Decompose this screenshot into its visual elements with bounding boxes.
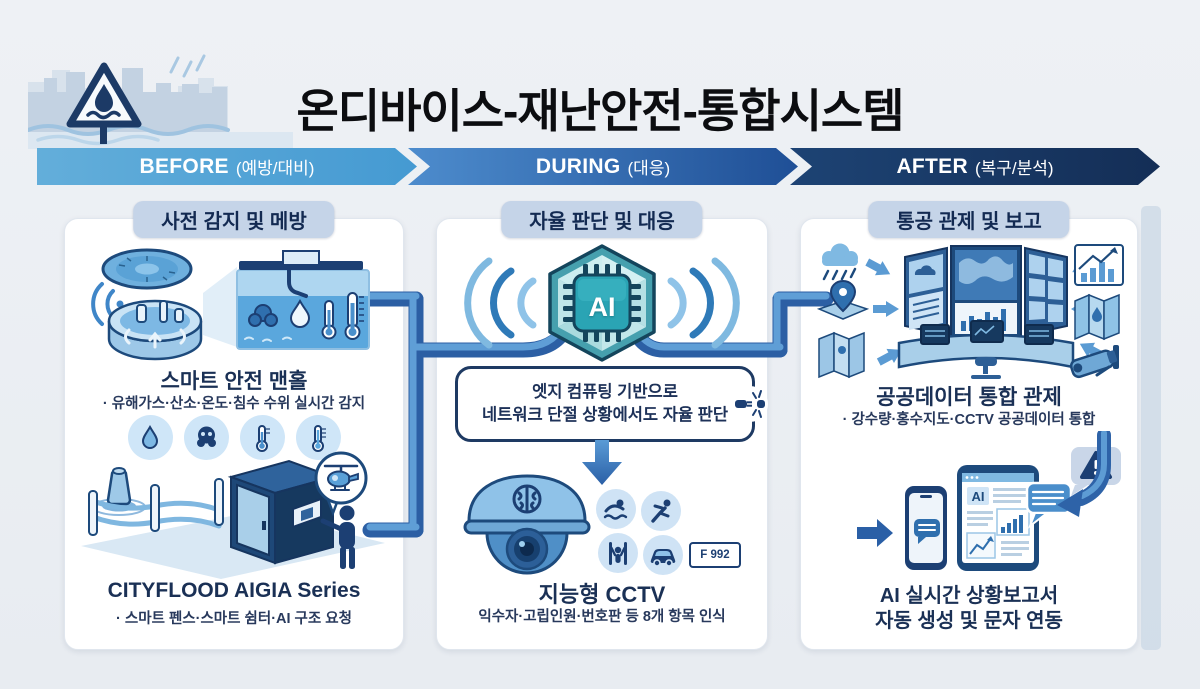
cityflood-device-illustration [81,451,385,579]
page-edge-strip [1141,206,1161,650]
flood-wave-icon [86,110,121,120]
ai-report-illustration [857,431,1121,571]
phase-band-during: DURING (대응) [408,148,798,185]
control-room-illustration [816,243,1124,379]
edge-computing-callout: 엣지 컴퓨팅 기반으로 네트워크 단절 상황에서도 자율 판단 [455,366,768,442]
phase-band-before: BEFORE (예방/대비) [37,148,417,185]
isolated-person-icon [598,533,638,573]
card-after-header: 통공 관제 및 보고 [868,201,1070,238]
manhole-title: 스마트 안전 맨홀 [160,370,308,393]
chip-pins [563,264,641,342]
ai-hexagon [548,244,656,362]
callout-line-1: 엣지 컴퓨팅 기반으로 [532,382,678,401]
callout-line-2: 네트워크 단절 상황에서도 자율 판단 [481,406,729,424]
card-after: 통공 관제 및 보고 [800,201,1138,650]
cctv-camera-icon [1069,345,1119,379]
control-desc: · 강수량·홍수지도·CCTV 공공데이터 통합 [842,412,1096,428]
cityflood-title: CITYFLOOD AIGIA Series [107,579,361,602]
smart-fence-icon [88,478,224,536]
phase-during-en: DURING [535,154,621,178]
tablet-report-icon [957,465,1039,571]
card-during: 자율 판단 및 대응 [436,201,768,650]
manhole-lid [101,248,193,290]
signal-waves-left [464,257,537,349]
thermometer-icon [239,415,285,460]
tablet-ai-box [967,487,989,505]
cctv-dome-illustration [463,474,591,575]
gas-mask-icon [183,415,229,460]
manhole-desc: · 유해가스·산소·온도·침수 수위 실시간 감지 [102,396,366,412]
phase-during-kr: (대응) [627,159,671,178]
flood-drop-icon [95,84,113,112]
water-drop-icon [127,415,173,460]
card-during-header: 자율 판단 및 대응 [501,201,703,238]
drowning-person-icon [596,489,636,529]
water-level-thermometer-icon [295,415,341,460]
page-title: 온디바이스-재난안전-통합시스템 [296,84,904,137]
person-icon [320,505,355,569]
ai-chip-label: AI [588,291,616,322]
map-pin-icon [816,279,870,320]
signal-waves-right [667,257,740,349]
manhole-drum [107,299,203,361]
license-plate-icon: F 992 [689,542,741,568]
sign-pole [100,124,107,144]
card-before-header: 사전 감지 및 메방 [133,201,335,238]
magnify-beam [203,267,237,347]
city-flood-skyline-illustration [28,54,293,149]
feed-arrow-icon [857,519,893,547]
control-title: 공공데이터 통합 관제 [876,386,1062,409]
flood-map-icon [1074,293,1120,341]
phase-band-after: AFTER (복구/분석) [790,148,1160,185]
rain-streaks [169,54,206,78]
tablet-ai-label: AI [971,488,985,504]
wave-line-2 [36,134,160,146]
cctv-title: 지능형 CCTV [538,582,666,607]
water-drop-sensor-icon [289,298,311,328]
gas-sensor-icon [248,304,278,327]
phase-after-en: AFTER [896,154,968,178]
phase-before-kr: (예방/대비) [235,159,315,178]
rescue-helicopter-bubble [314,451,368,517]
thermometer-sensor-icon [321,300,337,340]
fallen-person-icon [641,491,681,531]
brain-icon [512,484,542,514]
underground-cross-section [236,250,370,350]
folded-map-icon [818,331,865,379]
report-flow-arrow [1057,431,1111,517]
card-before: 사전 감지 및 메방 [64,201,404,650]
car-icon [643,535,683,575]
report-title-line1: AI 실시간 상황보고서 [879,585,1059,607]
ai-chip-illustration [464,244,740,362]
rain-cloud-icon [822,243,858,281]
down-arrow-icon [582,440,622,485]
phase-before-en: BEFORE [139,154,229,178]
helicopter-icon [323,464,359,491]
level-gauge-icon [344,292,364,340]
trend-chart-icon [1074,244,1124,286]
cctv-desc: 익수자·고립인원·번호판 등 8개 항목 인식 [478,609,726,625]
smart-manhole-illustration [91,248,370,361]
phase-after-kr: (복구/분석) [974,159,1054,178]
cityflood-desc: · 스마트 펜스·스마트 쉼터·AI 구조 요청 [116,611,352,627]
phone-icon [905,486,947,570]
report-title-line2: 자동 생성 및 문자 연동 [875,610,1063,632]
sensor-icon-row [65,415,403,460]
disconnected-plug-icon [732,386,768,422]
operator-desk [897,320,1075,379]
